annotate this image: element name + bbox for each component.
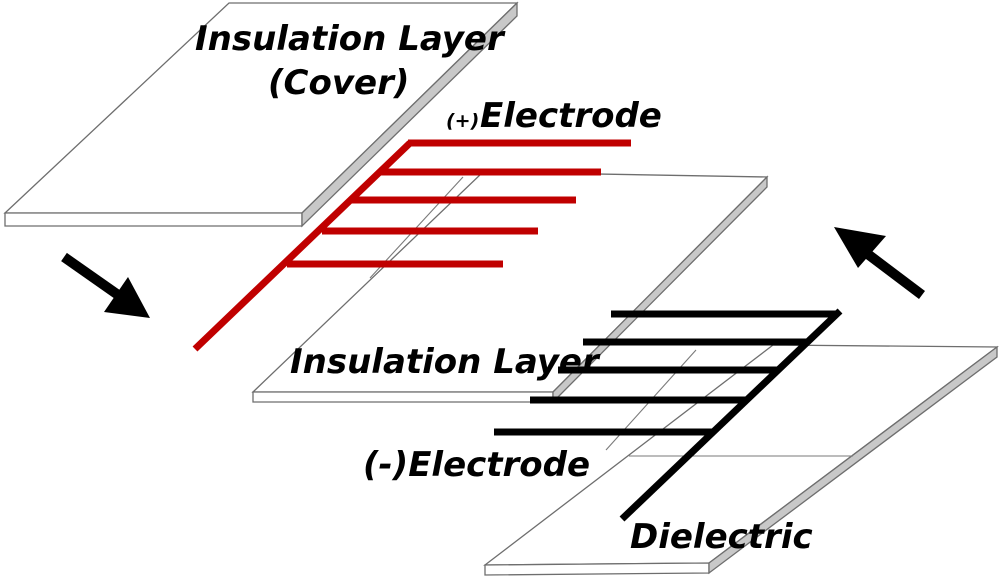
positive-electrode-label: Electrode <box>480 96 662 136</box>
positive-electrode-prefix: (+) <box>446 110 479 132</box>
arrow-up-left-icon <box>834 227 926 299</box>
negative-electrode-label: (-)Electrode <box>363 445 590 485</box>
negative-electrode-spine <box>619 308 843 522</box>
arrow-down-right-icon <box>61 252 150 318</box>
cover-label-line2: (Cover) <box>268 63 409 103</box>
insulation-layer-plate <box>251 171 769 451</box>
negative-electrode <box>494 308 843 522</box>
insulation-layer-label: Insulation Layer <box>290 342 601 382</box>
dielectric-label: Dielectric <box>630 517 813 557</box>
cover-plate <box>3 1 519 228</box>
positive-electrode-spine <box>192 140 413 352</box>
dielectric-plate <box>483 344 999 576</box>
cover-label-line1: Insulation Layer <box>195 19 506 59</box>
positive-electrode <box>192 139 631 352</box>
